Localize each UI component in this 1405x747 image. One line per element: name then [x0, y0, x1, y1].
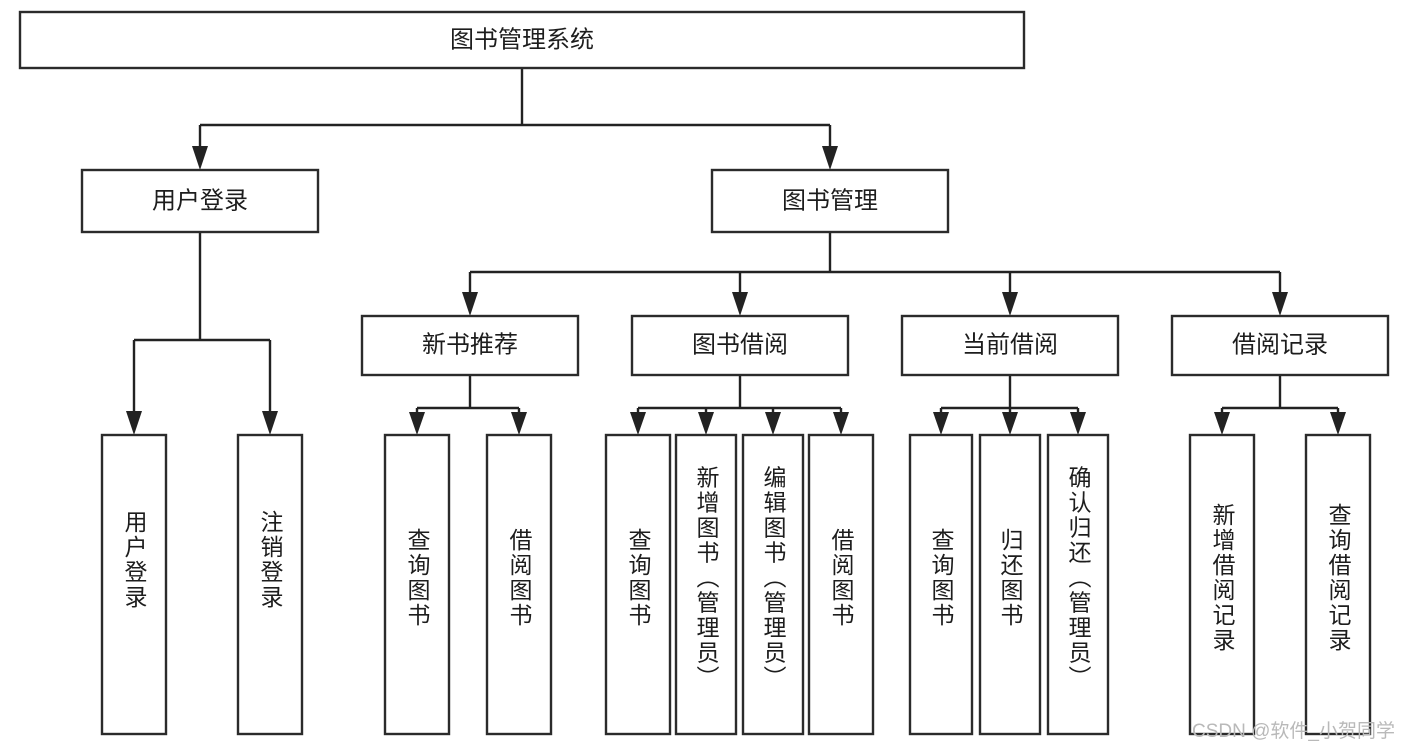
arrow-head-bb-leaf-1 [698, 412, 714, 435]
node-user-login-box[interactable] [80, 168, 320, 234]
node-new-book-recommend-box[interactable] [360, 314, 580, 377]
connector-group-book-manage-to-level3 [462, 232, 1288, 316]
node-leaf-book-borrow-1[interactable]: 新增图书（管理员） [674, 433, 738, 736]
arrow-head-nb-leaf-1 [511, 412, 527, 435]
node-borrow-record[interactable]: 借阅记录 [1170, 314, 1390, 377]
node-leaf-book-borrow-3-box[interactable] [807, 433, 875, 736]
node-book-borrow-label: 图书借阅 [692, 331, 788, 358]
node-leaf-new-book-0-label: 查询图书 [404, 528, 431, 628]
node-new-book-recommend-label: 新书推荐 [422, 331, 518, 358]
node-leaf-current-borrow-1[interactable]: 归还图书 [978, 433, 1042, 736]
node-leaf-book-borrow-3-label: 借阅图书 [828, 528, 855, 628]
connector-group-new-book-leaves [409, 375, 527, 435]
node-current-borrow[interactable]: 当前借阅 [900, 314, 1120, 377]
node-leaf-borrow-record-1-label: 查询借阅记录 [1325, 503, 1352, 653]
node-borrow-record-box[interactable] [1170, 314, 1390, 377]
node-book-manage-box[interactable] [710, 168, 950, 234]
node-leaf-borrow-record-0-box[interactable] [1188, 433, 1256, 736]
arrow-head-ul-leaf-1 [262, 411, 278, 435]
node-root-system-box[interactable] [18, 10, 1026, 70]
node-borrow-record-label: 借阅记录 [1232, 331, 1328, 358]
node-leaf-user-login-0[interactable]: 用户登录 [100, 433, 168, 736]
node-leaf-borrow-record-0[interactable]: 新增借阅记录 [1188, 433, 1256, 736]
arrow-head-borrow-record [1272, 292, 1288, 316]
node-leaf-new-book-1-box[interactable] [485, 433, 553, 736]
connector-group-book-borrow-leaves [630, 375, 849, 435]
arrow-head-new-book [462, 292, 478, 316]
node-leaf-new-book-1[interactable]: 借阅图书 [485, 433, 553, 736]
node-root-system-label: 图书管理系统 [450, 26, 594, 53]
node-leaf-new-book-0[interactable]: 查询图书 [383, 433, 451, 736]
node-leaf-current-borrow-0[interactable]: 查询图书 [908, 433, 974, 736]
node-leaf-book-borrow-2[interactable]: 编辑图书（管理员） [741, 433, 805, 736]
connector-group-root-to-level2 [192, 68, 838, 170]
node-leaf-book-borrow-0-label: 查询图书 [625, 528, 652, 628]
node-leaf-book-borrow-2-box[interactable] [741, 433, 805, 736]
node-leaf-book-borrow-0-box[interactable] [604, 433, 672, 736]
arrow-head-cb-leaf-2 [1070, 412, 1086, 435]
node-book-manage-label: 图书管理 [782, 187, 878, 214]
node-leaf-current-borrow-0-label: 查询图书 [928, 528, 955, 628]
connector-group-borrow-record-leaves [1214, 375, 1346, 435]
arrow-head-bb-leaf-0 [630, 412, 646, 435]
arrow-head-ul-leaf-0 [126, 411, 142, 435]
node-leaf-borrow-record-1-box[interactable] [1304, 433, 1372, 736]
node-current-borrow-box[interactable] [900, 314, 1120, 377]
connector-group-user-login-leaves [126, 232, 278, 435]
node-book-manage[interactable]: 图书管理 [710, 168, 950, 234]
node-leaf-user-login-1[interactable]: 注销登录 [236, 433, 304, 736]
node-user-login-label: 用户登录 [152, 187, 248, 214]
node-leaf-book-borrow-1-label: 新增图书（管理员） [693, 466, 720, 691]
node-leaf-book-borrow-2-label: 编辑图书（管理员） [760, 466, 787, 691]
node-leaf-new-book-0-box[interactable] [383, 433, 451, 736]
node-user-login[interactable]: 用户登录 [80, 168, 320, 234]
node-leaf-current-borrow-1-label: 归还图书 [997, 528, 1024, 628]
arrow-head-cb-leaf-0 [933, 412, 949, 435]
arrow-head-cb-leaf-1 [1002, 412, 1018, 435]
node-leaf-current-borrow-2[interactable]: 确认归还（管理员） [1046, 433, 1110, 736]
arrow-head-bb-leaf-3 [833, 412, 849, 435]
csdn-watermark: CSDN @软件_小贺同学 [1192, 721, 1395, 742]
node-book-borrow[interactable]: 图书借阅 [630, 314, 850, 377]
node-leaf-current-borrow-0-box[interactable] [908, 433, 974, 736]
node-leaf-user-login-1-box[interactable] [236, 433, 304, 736]
node-leaf-borrow-record-1[interactable]: 查询借阅记录 [1304, 433, 1372, 736]
arrow-head-nb-leaf-0 [409, 412, 425, 435]
node-leaf-user-login-0-box[interactable] [100, 433, 168, 736]
node-root-system[interactable]: 图书管理系统 [18, 10, 1026, 70]
node-leaf-current-borrow-2-box[interactable] [1046, 433, 1110, 736]
arrow-head-current-borrow [1002, 292, 1018, 316]
arrow-head-book-manage [822, 146, 838, 170]
arrow-head-user-login [192, 146, 208, 170]
node-leaf-book-borrow-0[interactable]: 查询图书 [604, 433, 672, 736]
arrow-head-book-borrow [732, 292, 748, 316]
node-leaf-user-login-1-label: 注销登录 [257, 510, 284, 610]
arrow-head-br-leaf-0 [1214, 412, 1230, 435]
arrow-head-bb-leaf-2 [765, 412, 781, 435]
connector-group-current-borrow-leaves [933, 375, 1086, 435]
node-current-borrow-label: 当前借阅 [962, 331, 1058, 358]
node-leaf-borrow-record-0-label: 新增借阅记录 [1209, 503, 1236, 653]
node-new-book-recommend[interactable]: 新书推荐 [360, 314, 580, 377]
node-leaf-current-borrow-1-box[interactable] [978, 433, 1042, 736]
node-leaf-book-borrow-1-box[interactable] [674, 433, 738, 736]
node-leaf-current-borrow-2-label: 确认归还（管理员） [1065, 466, 1092, 691]
node-leaf-book-borrow-3[interactable]: 借阅图书 [807, 433, 875, 736]
arrow-head-br-leaf-1 [1330, 412, 1346, 435]
node-book-borrow-box[interactable] [630, 314, 850, 377]
node-leaf-user-login-0-label: 用户登录 [121, 510, 148, 610]
node-leaf-new-book-1-label: 借阅图书 [506, 528, 533, 628]
